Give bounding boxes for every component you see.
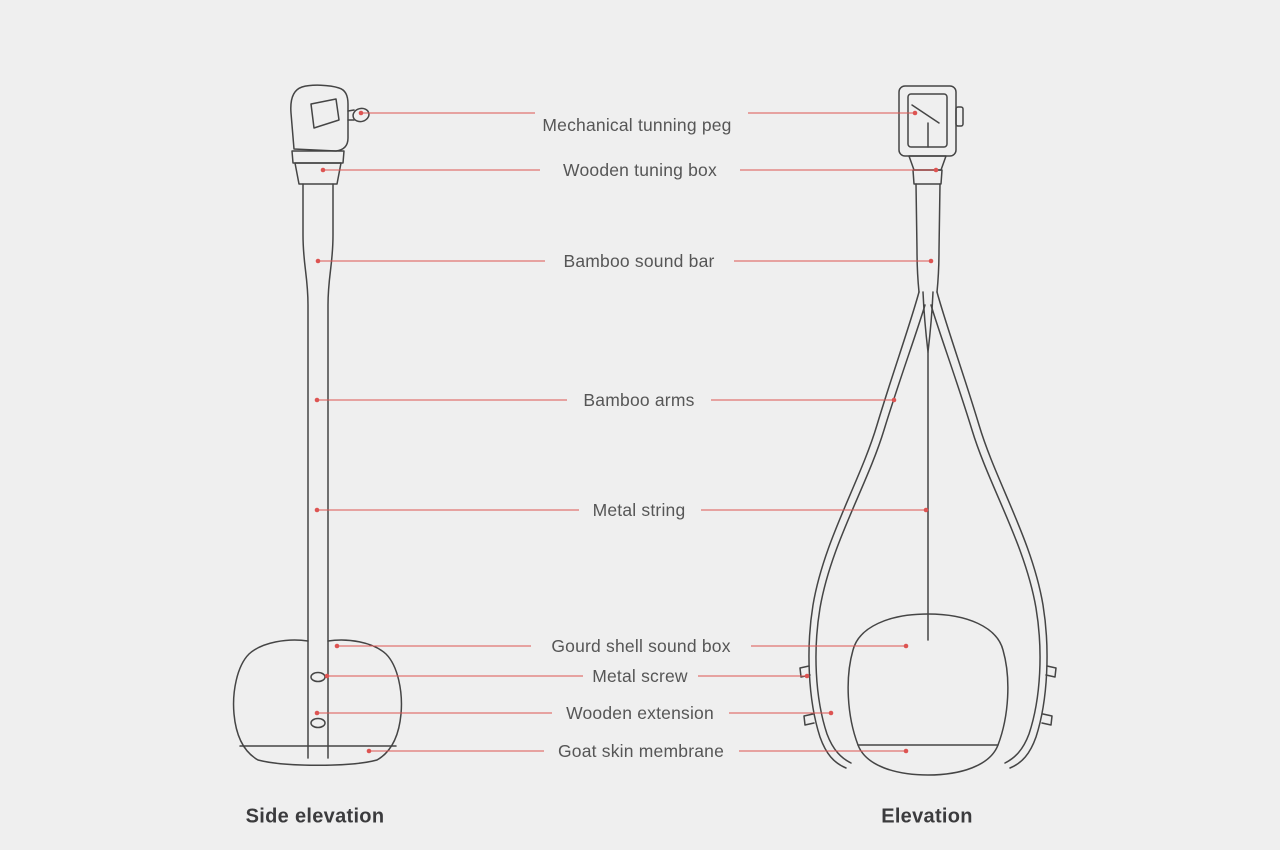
gourd-front-outline [847, 613, 1009, 746]
metal-screw-bottom [310, 717, 326, 729]
right-arm-outer [936, 291, 1048, 769]
peg-hole [310, 98, 340, 129]
tuning-box-upper [291, 150, 345, 164]
label-wooden-extension: Wooden extension [566, 703, 714, 723]
box-collar-upper [908, 155, 947, 171]
label-metal-string: Metal string [592, 500, 686, 520]
leader-wooden-tuning-box [320, 167, 939, 173]
front-neck-left-edge [915, 183, 920, 293]
leader-mechanical-tuning-peg [358, 110, 918, 116]
front-elevation-drawing [799, 85, 1057, 776]
leader-bamboo-arms [314, 397, 897, 403]
front-elevation-title: Elevation [881, 805, 973, 828]
leader-bamboo-sound-bar [315, 258, 934, 264]
box-collar-lower [912, 169, 943, 185]
label-wooden-tuning-box: Wooden tuning box [563, 160, 717, 180]
front-screw-right-bottom [1041, 713, 1053, 726]
left-arm-outer [808, 291, 920, 769]
right-arm-inner [930, 304, 1041, 764]
goat-skin-membrane-cap [857, 744, 999, 776]
label-bamboo-arms: Bamboo arms [583, 390, 695, 410]
label-metal-screw: Metal screw [592, 666, 688, 686]
tuning-key-side-knob [955, 106, 964, 127]
peg-through-line [911, 104, 940, 148]
tuning-box-lower [294, 162, 342, 185]
neck-right-edge [327, 183, 334, 759]
leader-metal-screw [324, 673, 810, 679]
label-mechanical-tuning-peg: Mechanical tunning peg [542, 115, 732, 135]
front-screw-right-top [1045, 665, 1057, 678]
front-neck-right-edge [936, 183, 941, 293]
leader-goat-skin-membrane [366, 748, 909, 754]
side-elevation-drawing [232, 84, 403, 766]
tuning-key-stem [347, 109, 355, 121]
leader-lines [314, 110, 939, 754]
gourd-side-outline [232, 639, 403, 766]
leader-gourd-shell-sound-box [334, 643, 909, 649]
side-elevation-title: Side elevation [245, 805, 385, 828]
neck-left-edge [302, 183, 309, 759]
label-gourd-shell-sound-box: Gourd shell sound box [551, 636, 731, 656]
front-screw-left-bottom [803, 713, 815, 726]
metal-screw-top [310, 671, 326, 683]
leader-wooden-extension [314, 710, 834, 716]
label-bamboo-sound-bar: Bamboo sound bar [563, 251, 715, 271]
leader-metal-string [314, 507, 929, 513]
left-arm-inner [815, 304, 926, 764]
peg-head-outline [290, 84, 349, 152]
label-goat-skin-membrane: Goat skin membrane [557, 741, 725, 761]
neck-split-arch [922, 291, 934, 353]
